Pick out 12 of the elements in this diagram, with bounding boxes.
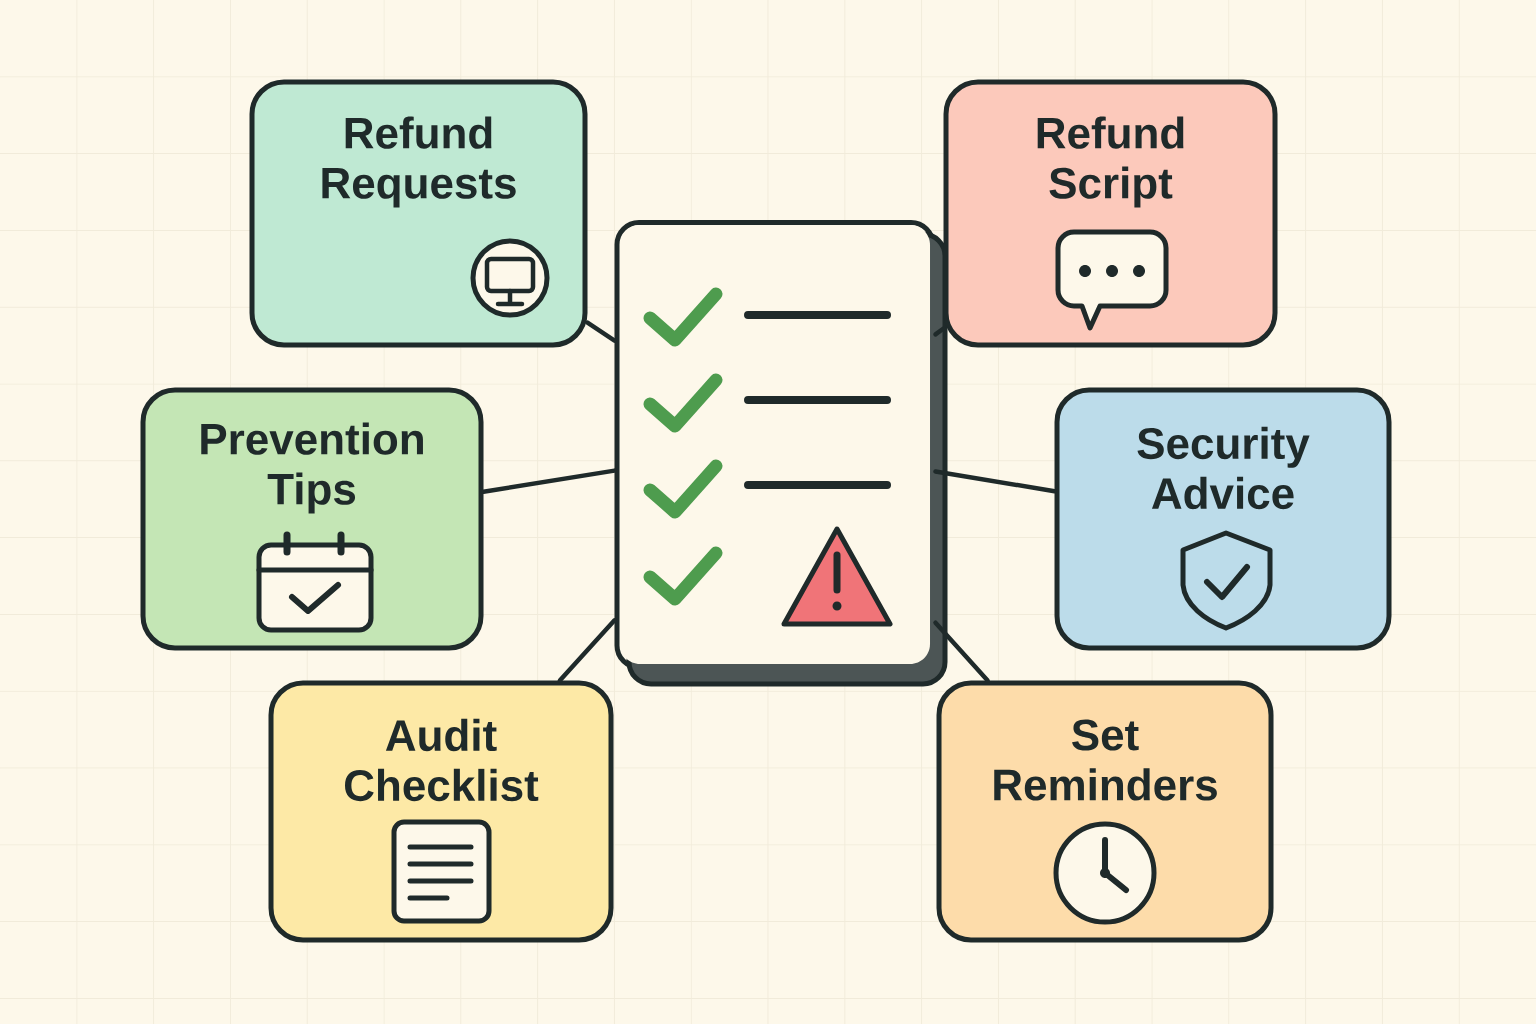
box-title: Audit Checklist (345, 718, 539, 802)
connector-line (557, 618, 617, 683)
box-title: Prevention Tips (201, 422, 423, 514)
connector-line (933, 326, 946, 337)
box-title: Refund Requests (322, 116, 516, 208)
box-title: Security Advice (1137, 426, 1310, 510)
box-title: Refund Script (1037, 116, 1184, 208)
connector-line (481, 468, 617, 494)
connector-line (933, 620, 990, 683)
connector-line (585, 320, 617, 343)
box-title: Set Reminders (994, 719, 1217, 801)
connector-line (933, 469, 1057, 494)
